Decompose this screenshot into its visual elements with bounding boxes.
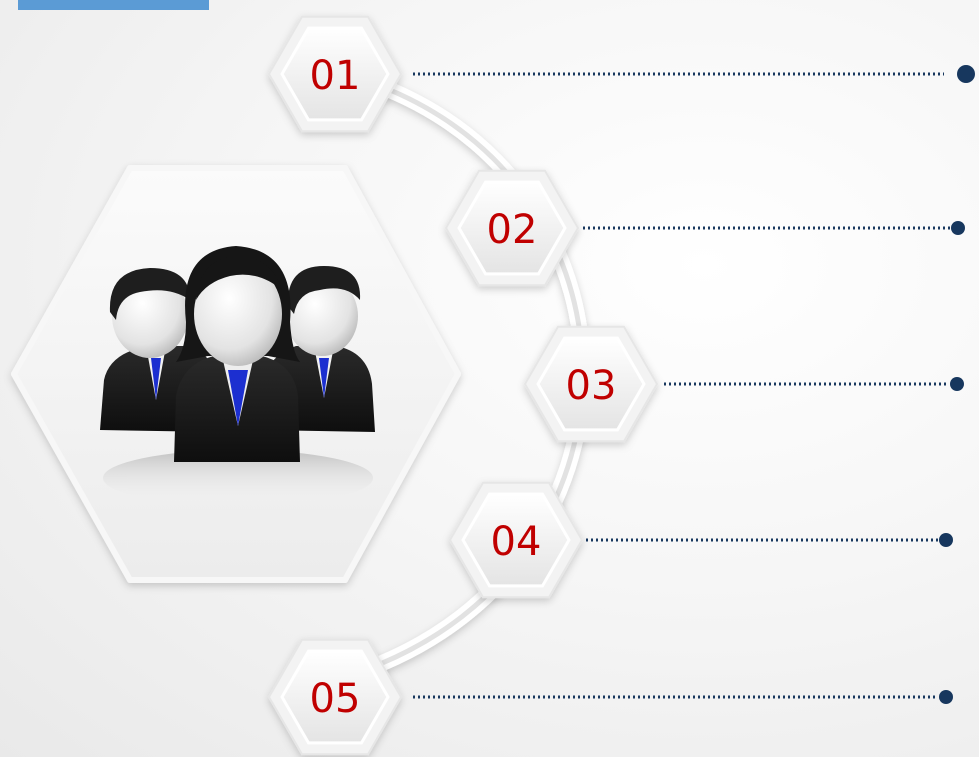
step-number-4: 04 xyxy=(491,519,542,565)
center-person-figure xyxy=(174,246,300,462)
step-number-5: 05 xyxy=(310,676,361,722)
step-number-1: 01 xyxy=(310,53,361,99)
team-people-icon xyxy=(100,246,375,506)
step-number-2: 02 xyxy=(487,207,538,253)
connector-dot-5 xyxy=(939,690,953,704)
connector-dot-1 xyxy=(957,65,975,83)
step-badge-1: 01 xyxy=(269,17,401,131)
connector-dot-2 xyxy=(951,221,965,235)
step-number-3: 03 xyxy=(566,363,617,409)
connector-dot-3 xyxy=(950,377,964,391)
connector-dot-4 xyxy=(939,533,953,547)
step-badge-3: 03 xyxy=(525,327,657,441)
